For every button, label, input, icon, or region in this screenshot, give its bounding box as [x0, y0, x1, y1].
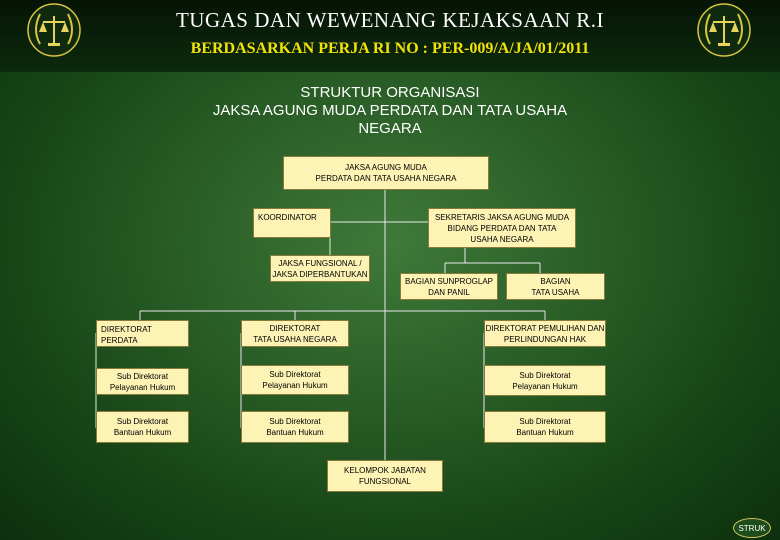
kejaksaan-emblem-icon: [697, 3, 751, 57]
org-title-line: NEGARA: [358, 120, 422, 137]
kejaksaan-emblem-icon: [27, 3, 81, 57]
node-text: DAN PANIL: [428, 287, 470, 297]
node-text: BAGIAN: [540, 276, 571, 286]
header-bar: TUGAS DAN WEWENANG KEJAKSAAN R.I BERDASA…: [0, 0, 780, 72]
node-text: BAGIAN SUNPROGLAP: [404, 276, 494, 286]
node-text: PERDATA DAN TATA USAHA NEGARA: [315, 174, 457, 183]
node-jaksa-fungsional: JAKSA FUNGSIONAL /JAKSA DIPERBANTUKAN: [270, 255, 370, 282]
page-title: TUGAS DAN WEWENANG KEJAKSAAN R.I: [175, 8, 604, 32]
node-text: Bantuan Hukum: [516, 428, 574, 437]
node-text: KOORDINATOR: [258, 213, 317, 222]
node-koordinator: KOORDINATOR: [253, 208, 331, 238]
org-chart-title: STRUKTUR ORGANISASI JAKSA AGUNG MUDA PER…: [180, 84, 600, 138]
node-text: Pelayanan Hukum: [109, 382, 176, 392]
node-text: Sub Direktorat: [116, 417, 169, 426]
node-text: Pelayanan Hukum: [512, 381, 578, 391]
node-text: Sub Direktorat: [519, 417, 571, 426]
org-title-line: JAKSA AGUNG MUDA PERDATA DAN TATA USAHA: [212, 102, 568, 119]
node-text: USAHA NEGARA: [470, 234, 534, 244]
node-text: BIDANG PERDATA DAN TATA: [447, 223, 557, 233]
node-direktorat-perdata: DIREKTORAT PERDATA: [96, 320, 189, 347]
node-text: DIREKTORAT: [269, 323, 321, 333]
node-text: Sub Direktorat: [116, 371, 169, 381]
node-text: TATA USAHA NEGARA: [253, 334, 337, 344]
node-text: SEKRETARIS JAKSA AGUNG MUDA: [434, 212, 570, 222]
node-text: Sub Direktorat: [519, 370, 571, 380]
node-jaksa-agung-muda: JAKSA AGUNG MUDA PERDATA DAN TATA USAHA N…: [283, 156, 489, 190]
node-text: TATA USAHA: [531, 287, 580, 297]
node-kelompok-jabatan: KELOMPOK JABATAN FUNGSIONAL: [327, 460, 443, 492]
node-text: PERDATA: [101, 336, 138, 345]
struk-nav-button[interactable]: STRUK: [733, 518, 771, 538]
node-text: Pelayanan Hukum: [262, 381, 328, 390]
node-text: Sub Direktorat: [269, 370, 321, 379]
node-text: Bantuan Hukum: [113, 428, 172, 437]
node-text: Sub Direktorat: [269, 417, 321, 426]
org-title-line: STRUKTUR ORGANISASI: [300, 84, 480, 101]
page-subtitle: BERDASARKAN PERJA RI NO : PER-009/A/JA/0…: [190, 40, 590, 57]
node-text: DIREKTORAT: [101, 325, 152, 334]
node-text: Bantuan Hukum: [266, 428, 324, 437]
node-text: JAKSA AGUNG MUDA: [345, 163, 427, 172]
node-text: FUNGSIONAL: [358, 477, 411, 486]
node-text: PERLINDUNGAN HAK: [503, 334, 587, 344]
node-text: JAKSA DIPERBANTUKAN: [272, 269, 368, 279]
node-text: KELOMPOK JABATAN: [344, 466, 426, 475]
node-text: JAKSA FUNGSIONAL /: [278, 258, 362, 268]
node-text: DIREKTORAT PEMULIHAN DAN: [485, 323, 605, 333]
